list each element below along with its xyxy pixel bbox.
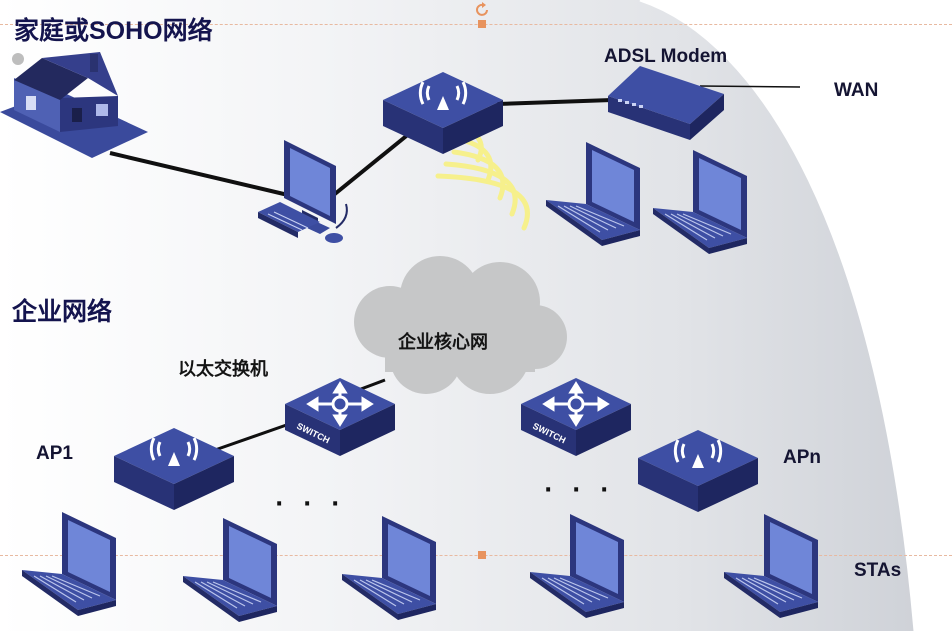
link-pc-ap (323, 131, 412, 204)
wan-label: WAN (834, 80, 879, 101)
rotate-icon[interactable] (475, 2, 491, 18)
adsl-modem-label: ADSL Modem (604, 46, 728, 67)
access-point-apn-icon (636, 428, 760, 514)
ethernet-switch-icon (519, 376, 633, 458)
stas-label: STAs (854, 560, 902, 581)
desktop-computer-icon (258, 140, 348, 243)
core-network-label: 企业核心网 (398, 332, 488, 352)
ap1-label: AP1 (36, 443, 73, 464)
link-house-pc (109, 151, 289, 197)
ethernet-switch-label: 以太交换机 (178, 359, 268, 379)
ethernet-switch-icon (283, 376, 397, 458)
guide-handle[interactable] (478, 551, 486, 559)
laptop-icon (652, 149, 748, 255)
section-title-enterprise: 企业网络 (12, 298, 113, 326)
sta-laptop-icon (341, 515, 437, 621)
sta-laptop-icon (529, 513, 625, 619)
core-network-cloud (354, 256, 567, 394)
ellipsis-right: · · · (544, 478, 615, 503)
guide-line-top (0, 24, 952, 25)
apn-label: APn (783, 447, 821, 468)
guide-handle[interactable] (478, 20, 486, 28)
laptop-icon (545, 141, 641, 247)
house-icon (0, 52, 148, 158)
link-ap1-switch (214, 420, 296, 452)
sta-laptop-icon (21, 511, 117, 617)
bullet-dot (12, 53, 24, 65)
panel-edge-curve (639, 0, 917, 631)
sta-laptop-icon (182, 517, 278, 623)
link-modem-wan (699, 85, 801, 88)
link-ap-modem (496, 98, 613, 106)
sta-laptop-icon (723, 513, 819, 619)
ellipsis-left: · · · (275, 492, 346, 517)
section-title-home: 家庭或SOHO网络 (14, 17, 213, 45)
adsl-modem-icon (608, 66, 724, 140)
access-point-ap1-icon (112, 426, 236, 512)
guide-line-bottom (0, 555, 952, 556)
